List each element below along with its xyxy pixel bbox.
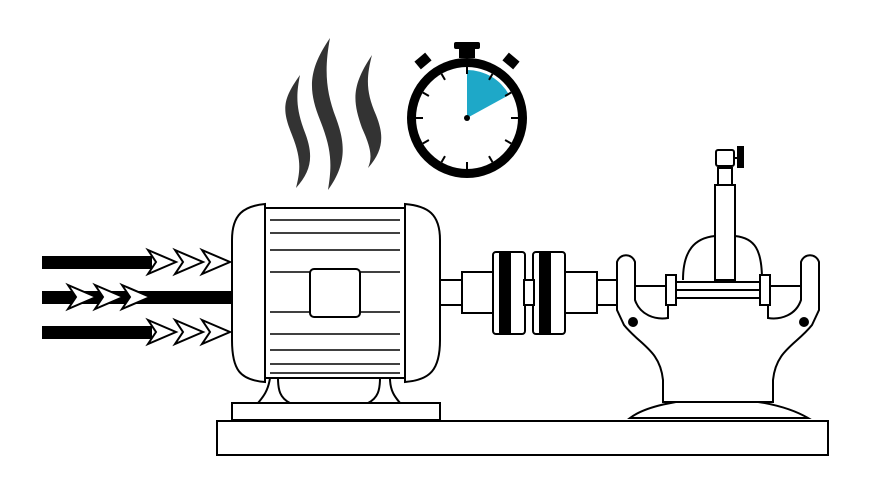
stopwatch-tick <box>440 73 446 81</box>
electric-motor <box>231 202 441 421</box>
stopwatch-tick <box>504 139 512 145</box>
shaft-coupling <box>439 251 618 335</box>
chevron-arrow-icon <box>145 317 179 347</box>
stopwatch-icon <box>407 42 527 178</box>
heat-waves-icon <box>285 38 382 190</box>
terminal-box <box>309 268 361 318</box>
stopwatch-tick <box>488 155 494 163</box>
stopwatch-tick <box>422 91 430 97</box>
chevron-arrow-icon <box>92 282 126 312</box>
split-case-pump <box>616 146 820 419</box>
chevron-arrow-icon <box>199 317 233 347</box>
stopwatch-tick <box>440 155 446 163</box>
timer-elapsed-wedge <box>467 69 510 118</box>
chevron-arrow-icon <box>199 247 233 277</box>
stopwatch-tick <box>488 73 494 81</box>
chevron-arrow-icon <box>172 317 206 347</box>
chevron-arrow-icon <box>119 282 153 312</box>
stopwatch-tick <box>504 91 512 97</box>
chevron-arrow-icon <box>65 282 99 312</box>
stopwatch-tick <box>422 139 430 145</box>
chevron-arrow-icon <box>172 247 206 277</box>
chevron-arrow-icon <box>145 247 179 277</box>
base-plate <box>216 420 829 456</box>
input-arrows-icon <box>42 247 233 347</box>
